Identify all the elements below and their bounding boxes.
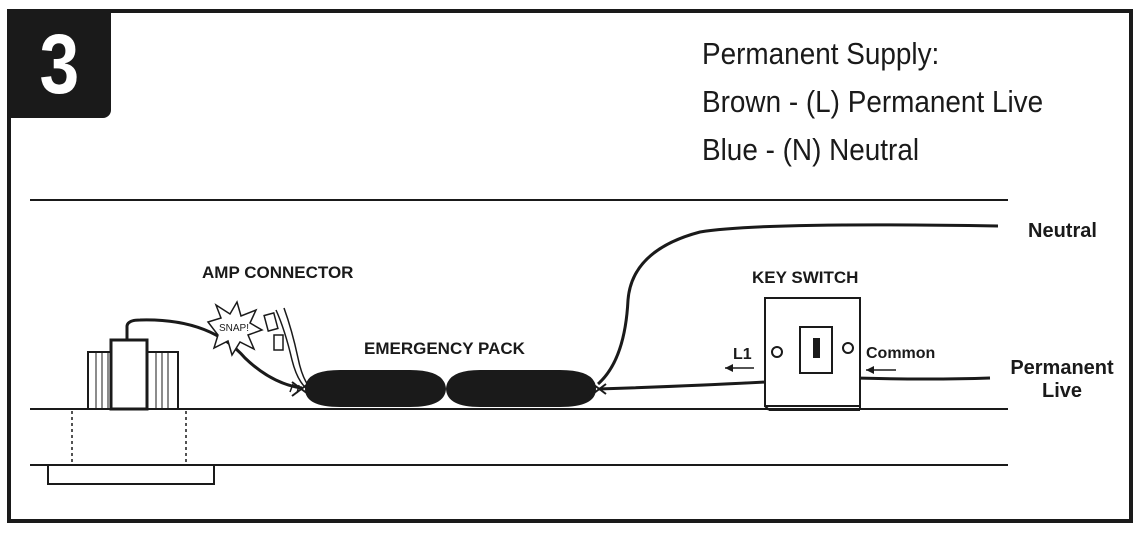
- supply-text-block: Permanent Supply: Brown - (L) Permanent …: [702, 34, 1043, 178]
- neutral-cable: [596, 223, 999, 386]
- downlight-fitting: [47, 411, 215, 485]
- supply-blue-line: Blue - (N) Neutral: [702, 132, 920, 167]
- l1-cable: [597, 380, 766, 391]
- supply-heading: Permanent Supply:: [702, 36, 940, 71]
- permanent-live-label-line1: Permanent: [1010, 357, 1114, 379]
- common-arrow-icon: [866, 366, 896, 374]
- snap-burst-icon: SNAP!: [206, 300, 264, 357]
- l1-arrow-icon: [725, 364, 754, 372]
- emergency-pack-label: EMERGENCY PACK: [364, 339, 526, 358]
- key-switch-label: KEY SWITCH: [752, 268, 858, 287]
- driver-cable: [125, 318, 303, 390]
- driver-box: [87, 338, 179, 411]
- permanent-live-cable: [854, 376, 991, 381]
- permanent-live-label-line2: Live: [1042, 380, 1082, 402]
- emergency-pack: [291, 370, 607, 407]
- common-label: Common: [866, 345, 935, 362]
- snap-label: SNAP!: [219, 323, 249, 334]
- key-switch: [764, 297, 861, 411]
- diagram-frame: [7, 9, 1133, 523]
- supply-brown-line: Brown - (L) Permanent Live: [702, 84, 1044, 119]
- amp-connector-label: AMP CONNECTOR: [202, 263, 353, 282]
- step-badge: 3: [7, 9, 111, 118]
- step-number: 3: [39, 16, 79, 111]
- amp-connector: [263, 307, 311, 394]
- l1-label: L1: [733, 346, 752, 363]
- neutral-label: Neutral: [1028, 220, 1097, 242]
